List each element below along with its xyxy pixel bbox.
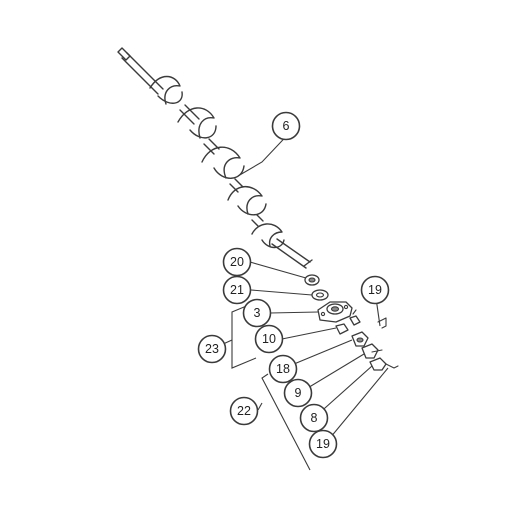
callout-19-lower[interactable]: 19	[308, 429, 338, 459]
callout-8-label: 8	[311, 411, 318, 425]
callout-22-label: 22	[237, 404, 251, 418]
callout-10-label: 10	[262, 332, 276, 346]
callout-10[interactable]: 10	[254, 324, 284, 354]
callout-18-label: 18	[276, 362, 290, 376]
callout-8[interactable]: 8	[299, 403, 329, 433]
callout-23-label: 23	[205, 342, 219, 356]
callout-20[interactable]: 20	[222, 247, 252, 277]
callout-19-lower-label: 19	[316, 437, 330, 451]
callout-3[interactable]: 3	[242, 298, 272, 328]
auger-part[interactable]	[117, 47, 313, 269]
callout-21-label: 21	[230, 283, 244, 297]
callout-20-label: 20	[230, 255, 244, 269]
callout-6[interactable]: 6	[271, 111, 301, 141]
callout-9-label: 9	[295, 386, 302, 400]
callout-19-highlighted[interactable]: 19	[360, 275, 390, 305]
cap-part[interactable]	[335, 323, 349, 335]
bolt-part[interactable]	[351, 331, 369, 347]
callout-6-label: 6	[283, 119, 290, 133]
leader-lines	[211, 125, 389, 471]
callout-9[interactable]: 9	[283, 378, 313, 408]
callout-23[interactable]: 23	[197, 334, 227, 364]
callout-3-label: 3	[254, 306, 261, 320]
pin-part[interactable]	[377, 317, 387, 329]
bracket-part[interactable]	[361, 343, 383, 359]
washer-part[interactable]	[311, 289, 329, 301]
callout-19-highlighted-label: 19	[368, 283, 382, 297]
bushing-part[interactable]	[304, 274, 320, 286]
clip-part[interactable]	[369, 357, 399, 371]
callout-21[interactable]: 21	[222, 275, 252, 305]
nut-part[interactable]	[349, 309, 361, 326]
callout-18[interactable]: 18	[268, 354, 298, 384]
callout-22[interactable]: 22	[229, 396, 259, 426]
bearing-housing-part[interactable]	[317, 301, 353, 323]
